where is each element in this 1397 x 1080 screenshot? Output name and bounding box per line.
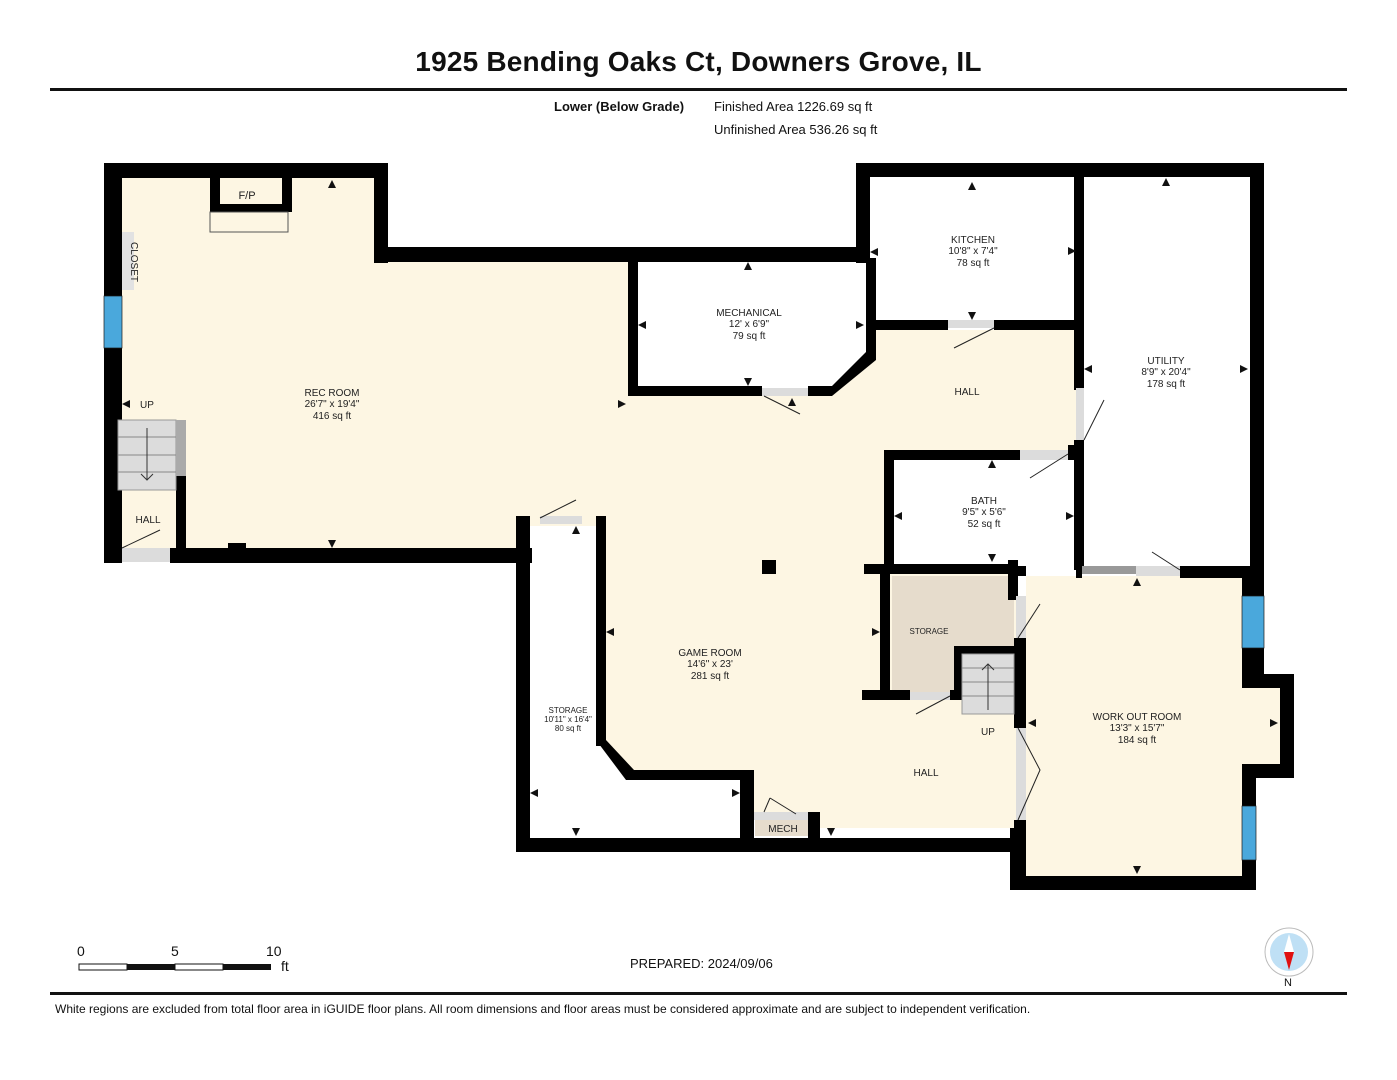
walls <box>104 163 1294 890</box>
doors <box>121 320 1181 821</box>
svg-text:STORAGE: STORAGE <box>549 706 588 715</box>
svg-text:416 sq ft: 416 sq ft <box>313 411 352 422</box>
finished-area: Finished Area 1226.69 sq ft <box>714 99 873 114</box>
fireplace-hearth <box>209 211 289 233</box>
window-workout-bottom <box>1241 805 1257 861</box>
rec-room-label: REC ROOM 26'7" x 19'4" 416 sq ft <box>305 388 360 422</box>
compass-north-label: N <box>1284 977 1292 989</box>
svg-text:8'9" x 20'4": 8'9" x 20'4" <box>1141 367 1191 378</box>
svg-text:184 sq ft: 184 sq ft <box>1118 735 1157 746</box>
svg-text:52 sq ft: 52 sq ft <box>968 519 1001 530</box>
svg-text:80 sq ft: 80 sq ft <box>555 724 582 733</box>
compass-icon <box>1264 927 1314 977</box>
svg-text:12' x 6'9": 12' x 6'9" <box>729 319 770 330</box>
svg-text:281 sq ft: 281 sq ft <box>691 671 730 682</box>
kitchen-label: KITCHEN 10'8" x 7'4" 78 sq ft <box>948 235 998 269</box>
fireplace-label: F/P <box>238 190 255 202</box>
level-label: Lower (Below Grade) <box>554 99 685 114</box>
svg-text:MECHANICAL: MECHANICAL <box>716 308 782 319</box>
unfinished-area: Unfinished Area 536.26 sq ft <box>714 122 878 137</box>
hall-left-label: HALL <box>135 515 160 526</box>
game-room-label: GAME ROOM 14'6" x 23' 281 sq ft <box>678 648 741 682</box>
scale-tick-5: 5 <box>171 943 179 959</box>
room-labels: REC ROOM 26'7" x 19'4" 416 sq ft MECHANI… <box>135 235 1191 835</box>
svg-text:10'11" x 16'4": 10'11" x 16'4" <box>544 715 592 724</box>
mech-small-label: MECH <box>768 824 797 835</box>
window-rec-room <box>103 295 123 349</box>
svg-text:KITCHEN: KITCHEN <box>951 235 995 246</box>
storage-left-label: STORAGE 10'11" x 16'4" 80 sq ft <box>544 706 592 733</box>
svg-text:14'6" x 23': 14'6" x 23' <box>687 659 733 670</box>
svg-text:10'8" x 7'4": 10'8" x 7'4" <box>948 246 998 257</box>
disclaimer: White regions are excluded from total fl… <box>55 1002 1031 1016</box>
window-workout-top <box>1241 595 1265 649</box>
bath-label: BATH 9'5" x 5'6" 52 sq ft <box>962 496 1006 530</box>
scale-unit: ft <box>281 958 289 974</box>
scale-tick-0: 0 <box>77 943 85 959</box>
scale-bar <box>78 963 271 971</box>
mech-small-floor <box>755 820 811 836</box>
title-divider <box>50 88 1347 91</box>
plan-title: 1925 Bending Oaks Ct, Downers Grove, IL <box>415 46 982 77</box>
svg-text:WORK OUT ROOM: WORK OUT ROOM <box>1093 712 1182 723</box>
svg-text:178 sq ft: 178 sq ft <box>1147 379 1186 390</box>
svg-text:UTILITY: UTILITY <box>1147 356 1185 367</box>
svg-text:REC ROOM: REC ROOM <box>305 388 360 399</box>
footer-divider <box>50 992 1347 995</box>
svg-text:9'5" x 5'6": 9'5" x 5'6" <box>962 507 1006 518</box>
dimension-arrows <box>122 178 1278 874</box>
stairs-left <box>117 419 186 491</box>
closet <box>122 232 134 290</box>
up-right-label: UP <box>981 727 995 738</box>
storage-small-label: STORAGE <box>910 627 949 636</box>
hall-lower-label: HALL <box>913 768 938 779</box>
svg-text:GAME ROOM: GAME ROOM <box>678 648 741 659</box>
up-left-label: UP <box>140 400 154 411</box>
hall-upper-label: HALL <box>954 387 979 398</box>
svg-text:13'3" x 15'7": 13'3" x 15'7" <box>1110 723 1165 734</box>
prepared-date: PREPARED: 2024/09/06 <box>630 956 773 971</box>
closet-label: CLOSET <box>128 242 139 282</box>
work-out-room-label: WORK OUT ROOM 13'3" x 15'7" 184 sq ft <box>1093 712 1182 746</box>
svg-text:26'7" x 19'4": 26'7" x 19'4" <box>305 399 360 410</box>
svg-text:BATH: BATH <box>971 496 997 507</box>
scale-tick-10: 10 <box>266 943 282 959</box>
windows <box>103 295 1265 861</box>
stairs-right <box>961 653 1015 715</box>
mechanical-label: MECHANICAL 12' x 6'9" 79 sq ft <box>716 308 782 342</box>
svg-text:79 sq ft: 79 sq ft <box>733 331 766 342</box>
svg-text:78 sq ft: 78 sq ft <box>957 258 990 269</box>
utility-label: UTILITY 8'9" x 20'4" 178 sq ft <box>1141 356 1191 390</box>
